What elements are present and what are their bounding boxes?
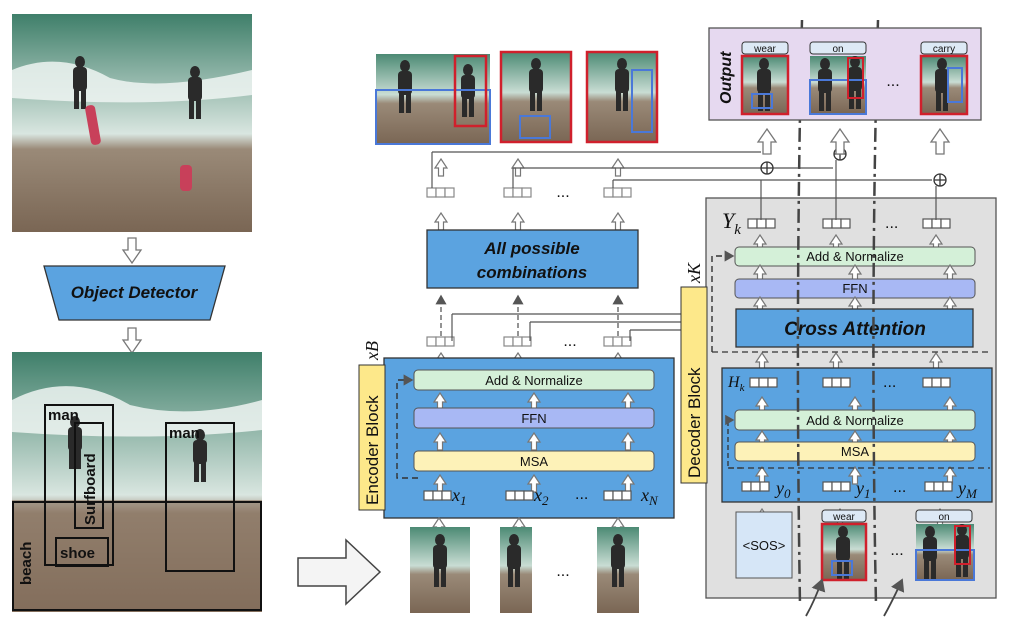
output-predicate-wear: wear [753, 44, 776, 55]
encoder-input-ellipsis: ... [575, 486, 588, 503]
crop-ellipsis: ... [556, 563, 569, 580]
combination-embeddings: ... [426, 158, 632, 231]
decoder-outer-add-norm: Add & Normalize [806, 249, 904, 264]
decoder-inner-ellipsis: ... [883, 374, 896, 391]
encoder-add-norm: Add & Normalize [485, 373, 583, 388]
sos-token: <SOS> [743, 538, 786, 553]
combinations-line1: All possible [483, 239, 579, 258]
bbox-shoe [55, 537, 109, 567]
down-arrow-2 [122, 327, 142, 354]
decoder-input-caption-wear: wear [832, 512, 855, 523]
cross-attention-label: Cross Attention [784, 319, 926, 340]
encoder-outputs: ... [426, 333, 632, 371]
combinations-line2: combinations [477, 263, 588, 282]
bbox-shoe-label: shoe [60, 545, 95, 562]
decoder-output-y: Yk [722, 208, 741, 238]
decoder-inner-output-h: Hk [727, 374, 746, 394]
combination-to-output-lines [431, 151, 932, 188]
encoder-msa: MSA [520, 454, 549, 469]
decoder-block-label: Decoder Block [685, 367, 704, 478]
encoder-input-crops: ... [410, 517, 639, 613]
encoder-ffn: FFN [521, 411, 546, 426]
bbox-beach-label: beach [18, 542, 35, 585]
encoder-to-combination-arrows [435, 294, 624, 336]
encoder-block: Encoder Block xB Add & Normalize FFN MSA… [358, 341, 675, 519]
decoder-caption-ellipsis: ... [890, 542, 903, 559]
bbox-man-right [165, 422, 235, 572]
decoder-inner-add-norm: Add & Normalize [806, 413, 904, 428]
output-panel: Output wear on ... carry [708, 27, 982, 121]
bbox-surfboard-label: Surfboard [82, 453, 99, 525]
decoder-input-ellipsis: ... [893, 479, 906, 496]
decoder-inner-msa: MSA [841, 444, 870, 459]
bbox-beach [12, 501, 262, 611]
down-arrow-1 [122, 237, 142, 264]
all-possible-combinations-block: All possible combinations [426, 229, 639, 289]
bbox-surfboard [74, 422, 104, 529]
encoder-output-ellipsis: ... [563, 333, 576, 350]
decoder-output-ellipsis: ... [885, 215, 898, 232]
decoder-input-ym: yM [956, 478, 978, 501]
encoder-block-label: Encoder Block [363, 395, 382, 505]
bbox-man-left-label: man [48, 407, 79, 424]
output-predicate-carry: carry [933, 44, 955, 55]
pair-thumbnails [375, 50, 659, 145]
combination-ellipsis: ... [556, 184, 569, 201]
decoder-input-caption-on: on [938, 512, 949, 523]
encoder-input-1: x1 [451, 485, 467, 508]
detected-photo: man Surfboard man beach shoe [12, 352, 262, 612]
decoder-input-y0: y0 [774, 478, 791, 501]
bbox-man-right-label: man [169, 425, 200, 442]
encoder-repeat: xB [362, 341, 382, 361]
decoder-repeat: xK [684, 262, 704, 284]
output-predicate-on: on [832, 44, 843, 55]
input-photo [12, 14, 252, 232]
encoder-input-n: xN [640, 485, 659, 508]
shift-arrows [796, 19, 905, 617]
decoder-input-y1: y1 [854, 478, 871, 501]
output-combine [757, 128, 950, 220]
decoder-outer-ffn: FFN [842, 281, 867, 296]
encoder-input-2: x2 [533, 485, 549, 508]
output-title: Output [718, 51, 735, 104]
big-right-arrow [297, 538, 382, 606]
output-ellipsis: ... [886, 73, 899, 90]
object-detector-label: Object Detector [71, 283, 199, 302]
decoder-panel: Yk ... Add & Normalize FFN Cross Attenti… [680, 197, 997, 599]
object-detector-block: Object Detector [43, 265, 226, 321]
